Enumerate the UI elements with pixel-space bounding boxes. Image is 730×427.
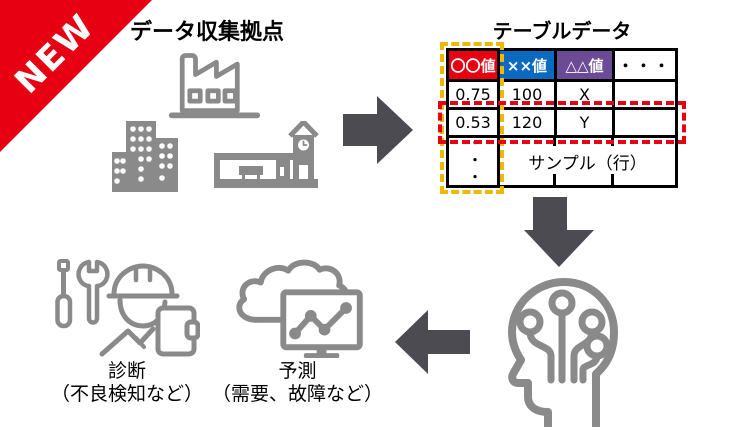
table-header-cell: △△値 [554, 51, 612, 79]
cloud-monitor-chart-icon [236, 259, 363, 359]
arrow-right-icon [343, 96, 413, 164]
ai-head-circuit-icon [508, 278, 618, 427]
table-ellipsis-cell: ・・・ [449, 135, 497, 185]
table-title: テーブルデータ [492, 19, 632, 43]
table-cell: Y [554, 107, 612, 135]
arrow-left-icon [395, 310, 470, 374]
diagnosis-subtitle: （不良検知など） [50, 383, 203, 405]
office-building-icon [112, 121, 178, 192]
data-sources-title: データ収集拠点 [130, 20, 285, 45]
table-header-cell: ・・・ [612, 51, 675, 79]
column-highlight-dashed [440, 42, 504, 194]
prediction-title: 予測 [278, 360, 317, 382]
row-highlight-dashed [438, 101, 686, 144]
table-header-cell: ××値 [497, 51, 554, 79]
prediction-subtitle: （需要、故障など） [211, 383, 383, 405]
arrow-down-icon [524, 197, 594, 267]
table-cell [612, 107, 675, 135]
diagnosis-caption: 診断 （不良検知など） [38, 360, 216, 406]
table-divider-stub [611, 174, 614, 185]
station-icon [214, 121, 319, 188]
prediction-caption: 予測 （需要、故障など） [200, 360, 395, 406]
table-cell: 100 [497, 79, 554, 107]
table-cell: X [554, 79, 612, 107]
table-cell: 0.75 [449, 79, 497, 107]
table-divider-stub [553, 174, 556, 185]
table-sample-row-label: サンプル（行） [497, 135, 675, 185]
table-cell [612, 79, 675, 107]
data-table: 〇〇値 ××値 △△値 ・・・ 0.75 100 X 0.53 120 Y ・・… [446, 48, 678, 188]
diagnosis-title: 診断 [107, 360, 146, 382]
worker-tools-clipboard-icon [55, 259, 200, 357]
table-cell: 0.53 [449, 107, 497, 135]
factory-icon [168, 53, 261, 119]
table-cell: 120 [497, 107, 554, 135]
table-header-cell: 〇〇値 [449, 51, 497, 79]
